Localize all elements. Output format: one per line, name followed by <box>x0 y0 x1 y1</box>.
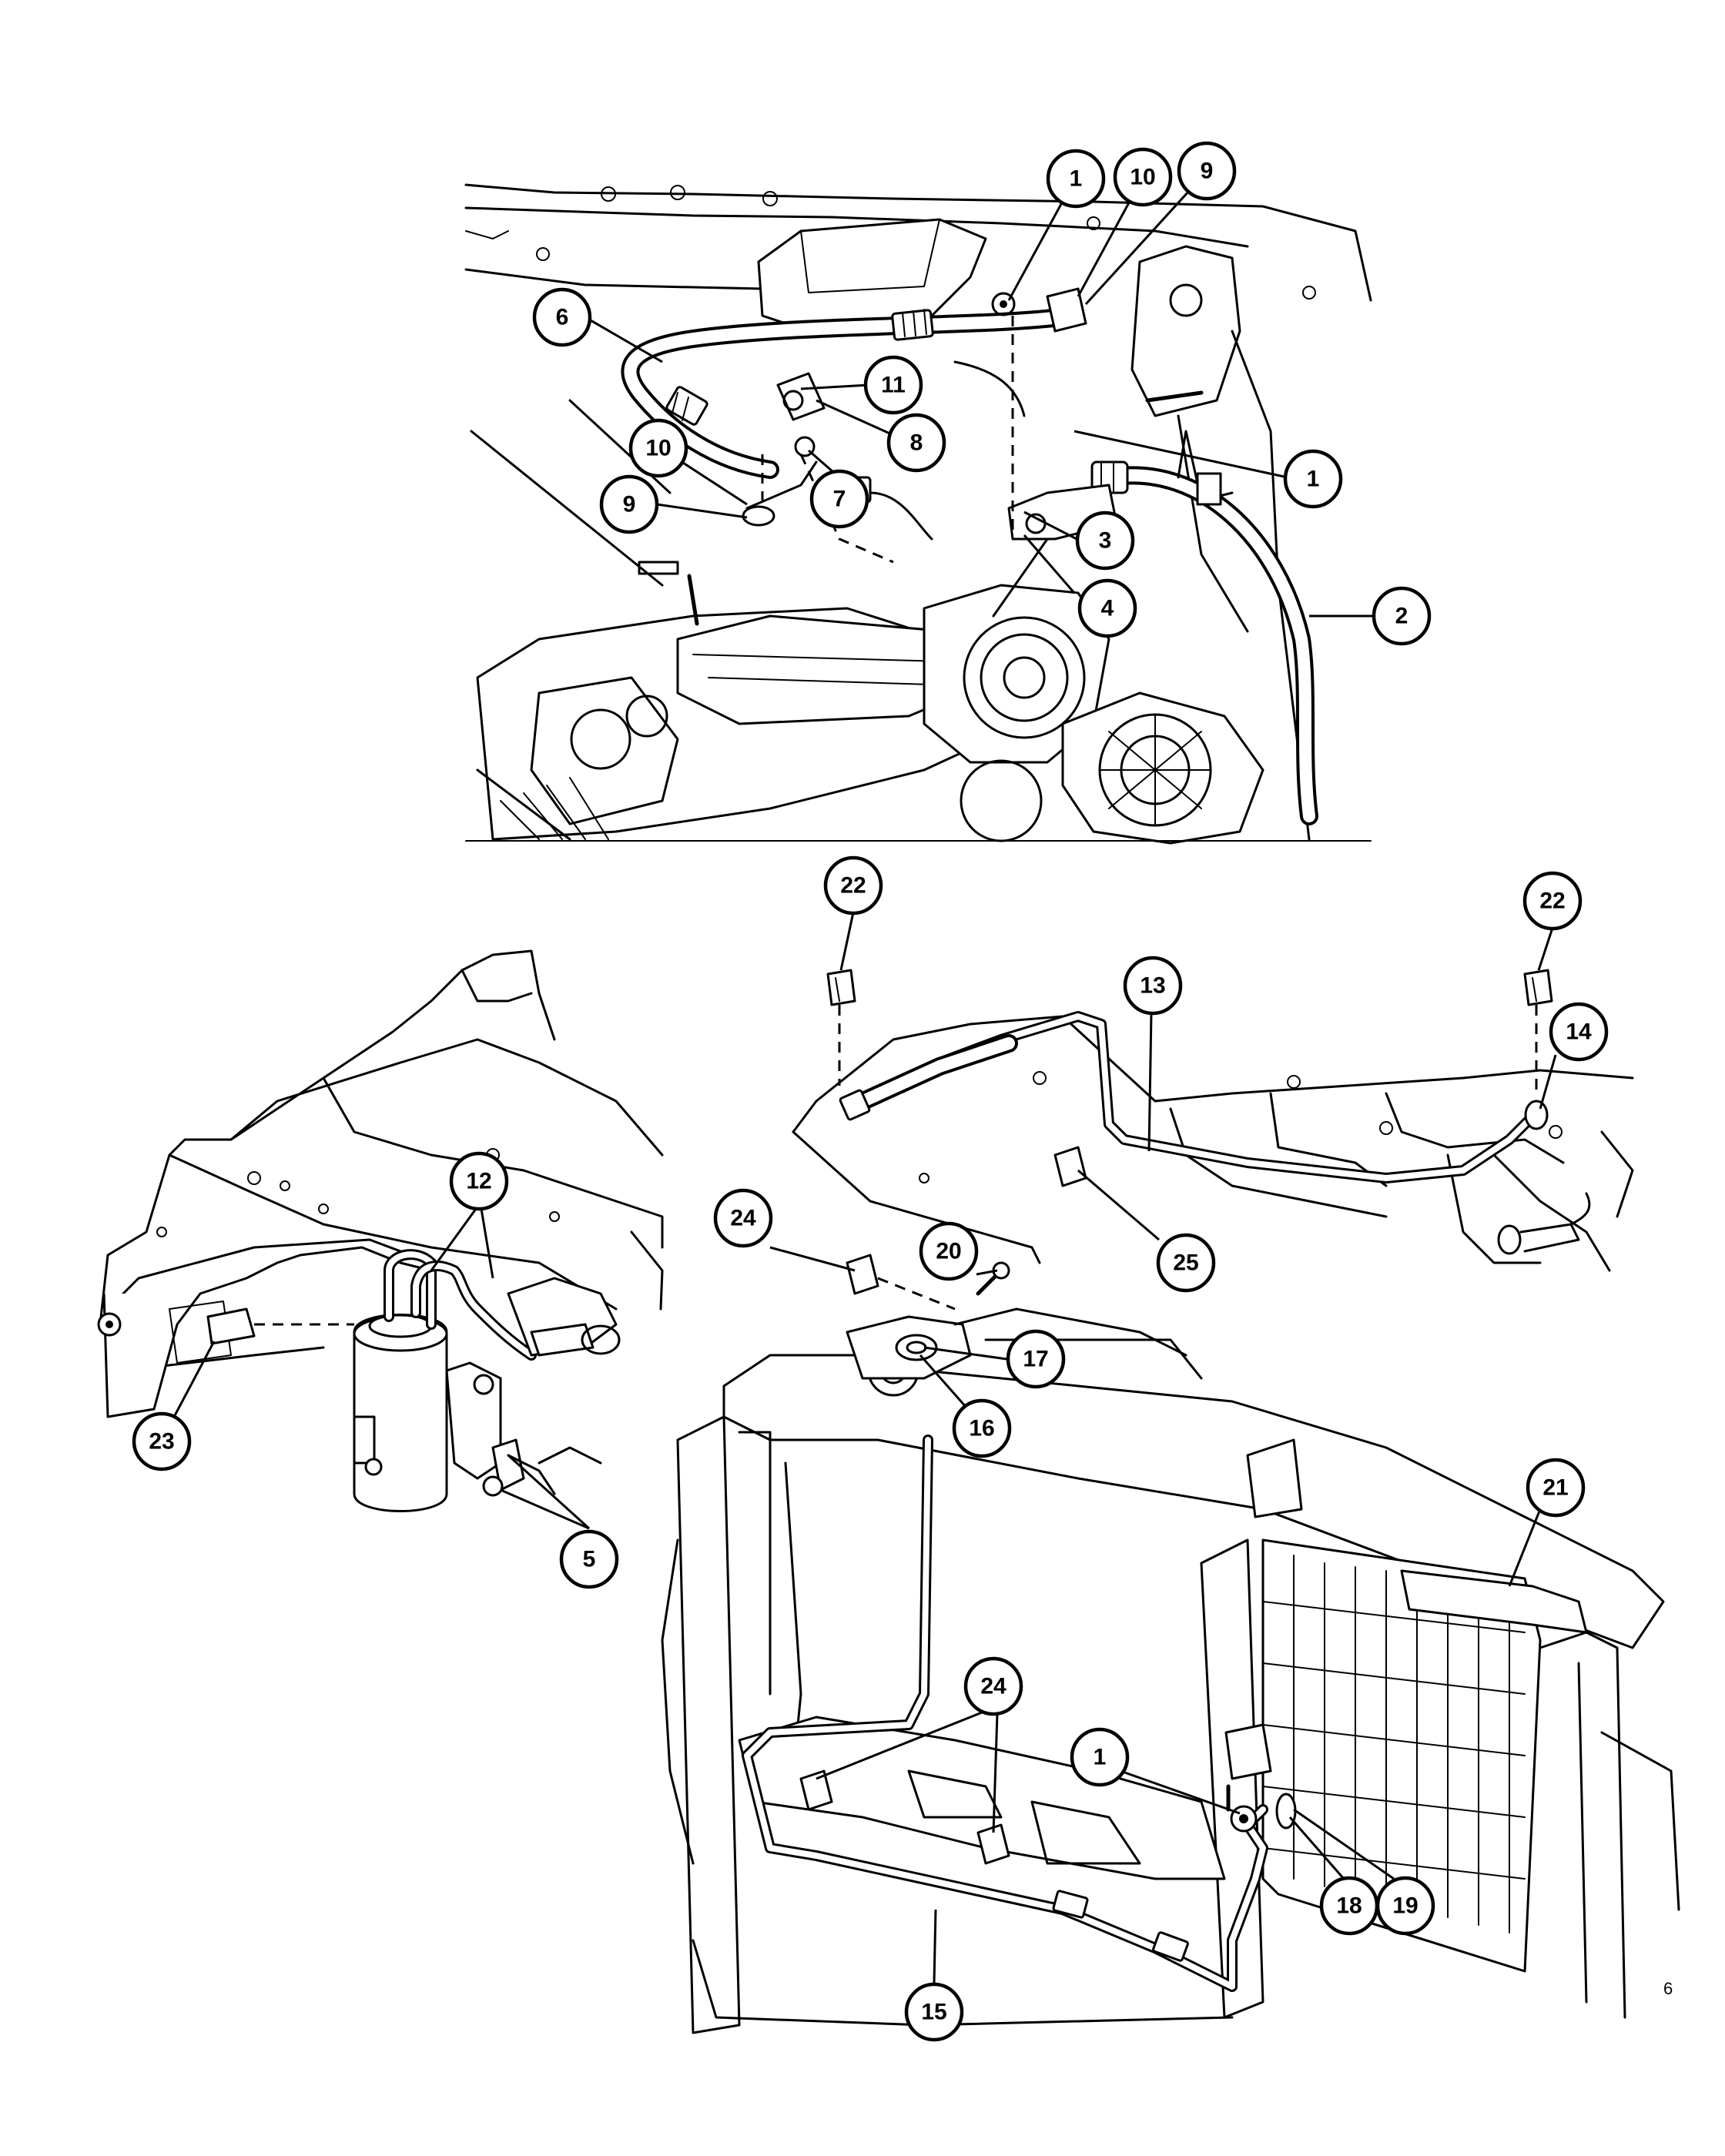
callout-15: 15 <box>904 1982 964 2042</box>
callout-9: 9 <box>1177 141 1237 201</box>
callout-10: 10 <box>628 418 688 478</box>
svg-text:9: 9 <box>623 492 636 517</box>
callout-6: 6 <box>532 287 592 347</box>
callout-9: 9 <box>599 474 659 534</box>
callout-25: 25 <box>1156 1233 1216 1293</box>
callout-2: 2 <box>1372 586 1432 646</box>
callout-16: 16 <box>952 1398 1012 1458</box>
callout-10: 10 <box>1113 147 1173 207</box>
svg-text:24: 24 <box>730 1206 756 1231</box>
callout-12: 12 <box>449 1151 509 1211</box>
svg-text:5: 5 <box>583 1547 596 1572</box>
svg-text:25: 25 <box>1173 1250 1198 1276</box>
callout-21: 21 <box>1526 1458 1586 1518</box>
svg-text:9: 9 <box>1201 159 1214 184</box>
engine-compartment-illustration <box>464 183 1372 845</box>
svg-text:10: 10 <box>645 436 671 461</box>
callout-3: 3 <box>1075 511 1135 571</box>
callout-1: 1 <box>1283 449 1343 509</box>
svg-text:17: 17 <box>1023 1347 1048 1372</box>
callout-24: 24 <box>713 1188 773 1248</box>
svg-text:3: 3 <box>1099 528 1112 554</box>
callout-4: 4 <box>1077 578 1137 638</box>
svg-text:14: 14 <box>1566 1019 1592 1045</box>
callout-11: 11 <box>863 355 923 415</box>
svg-text:11: 11 <box>881 373 906 398</box>
svg-text:6: 6 <box>556 305 569 330</box>
svg-text:2: 2 <box>1395 604 1408 629</box>
callout-1: 1 <box>1070 1727 1130 1787</box>
svg-text:10: 10 <box>1130 165 1155 190</box>
svg-text:24: 24 <box>980 1674 1007 1699</box>
svg-text:22: 22 <box>1539 889 1565 914</box>
svg-text:8: 8 <box>910 430 923 456</box>
svg-text:21: 21 <box>1542 1475 1568 1501</box>
radiator-support-illustration <box>661 969 1680 2034</box>
callout-19: 19 <box>1375 1876 1435 1936</box>
callout-13: 13 <box>1123 956 1183 1016</box>
svg-text:1: 1 <box>1094 1745 1107 1770</box>
svg-text:15: 15 <box>921 2000 946 2025</box>
callout-8: 8 <box>886 413 946 473</box>
svg-text:7: 7 <box>833 487 846 512</box>
leader-lines <box>172 172 1557 1984</box>
callout-17: 17 <box>1006 1329 1066 1389</box>
svg-text:18: 18 <box>1336 1893 1362 1919</box>
svg-text:23: 23 <box>149 1429 174 1455</box>
svg-text:1: 1 <box>1070 166 1083 192</box>
svg-text:1: 1 <box>1307 467 1320 492</box>
callout-18: 18 <box>1319 1876 1379 1936</box>
svg-text:20: 20 <box>936 1239 961 1264</box>
svg-text:19: 19 <box>1392 1893 1418 1919</box>
callout-7: 7 <box>809 469 869 529</box>
accumulator-area-illustration <box>97 949 664 1512</box>
svg-text:13: 13 <box>1140 973 1165 999</box>
callout-22: 22 <box>1522 871 1583 931</box>
svg-text:22: 22 <box>840 873 866 899</box>
svg-text:16: 16 <box>969 1416 994 1441</box>
callout-1: 1 <box>1046 149 1106 209</box>
callout-5: 5 <box>559 1529 619 1589</box>
callout-24: 24 <box>963 1656 1023 1716</box>
callout-23: 23 <box>132 1411 192 1471</box>
callout-22: 22 <box>823 855 883 916</box>
svg-text:12: 12 <box>466 1169 491 1194</box>
callout-14: 14 <box>1549 1002 1609 1062</box>
svg-text:4: 4 <box>1101 596 1114 621</box>
corner-mark: 6 <box>1663 1979 1673 1998</box>
callouts: 1 10 9 6 11 8 10 9 7 1 3 4 2 22 22 13 14… <box>132 141 1609 2042</box>
callout-20: 20 <box>919 1221 979 1281</box>
